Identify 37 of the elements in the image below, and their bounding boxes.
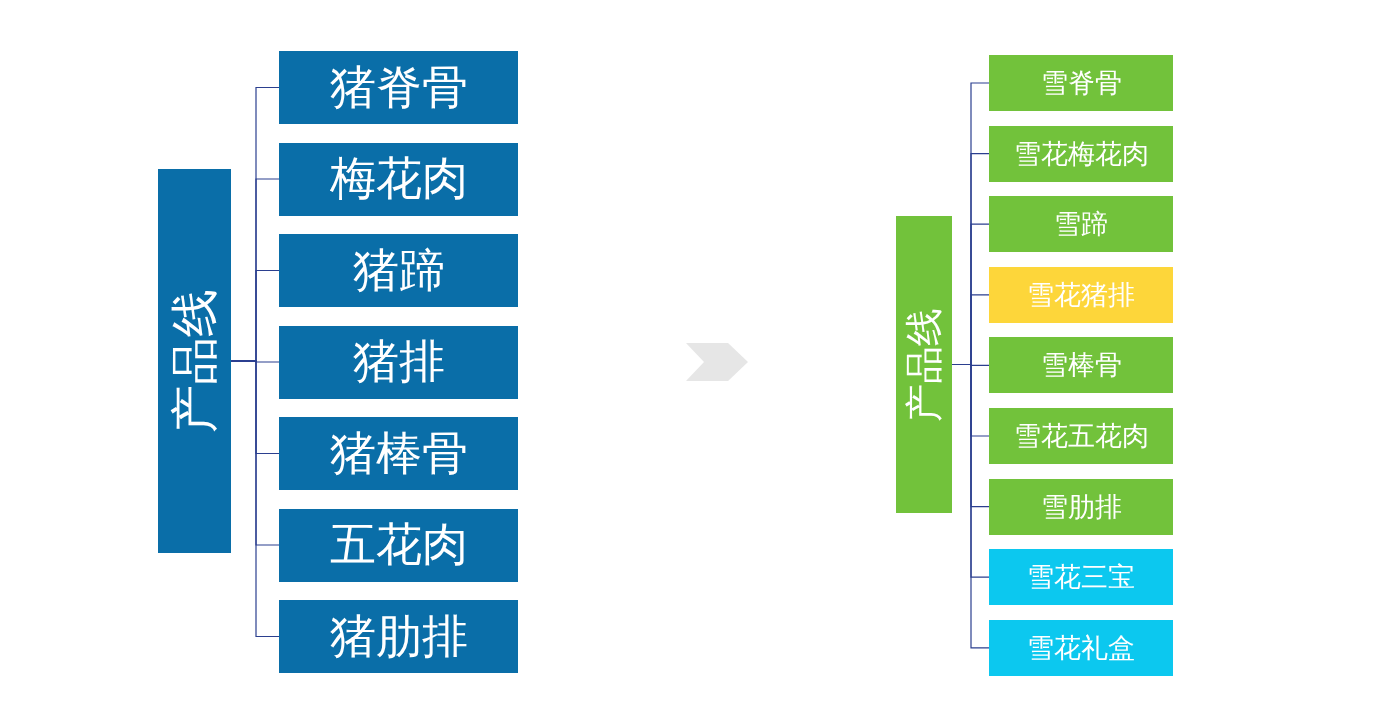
product-box — [989, 55, 1173, 111]
node-label: 雪肋排 — [1040, 489, 1122, 524]
product-box — [989, 266, 1173, 323]
node-label: 雪花猪排 — [1027, 277, 1135, 312]
node-label: 产品线 — [164, 289, 223, 433]
product-box — [279, 142, 518, 216]
product-box — [989, 478, 1173, 535]
node-label: 雪蹄 — [1054, 207, 1108, 242]
node-label: 猪肋排 — [329, 607, 468, 665]
product-box — [279, 325, 518, 399]
node-label: 五花肉 — [329, 516, 468, 573]
root-box — [896, 216, 952, 513]
product-box — [279, 51, 518, 124]
node-label: 猪棒骨 — [329, 424, 468, 482]
node-label: 猪脊骨 — [329, 58, 468, 116]
node-label: 猪蹄 — [352, 241, 445, 299]
product-box — [989, 549, 1173, 606]
node-label: 猪排 — [352, 333, 445, 390]
node-label: 雪脊骨 — [1040, 66, 1122, 100]
node-label: 雪花礼盒 — [1027, 630, 1135, 665]
node-label: 梅花肉 — [329, 150, 468, 207]
product-box — [989, 619, 1173, 676]
connector-line — [230, 360, 280, 638]
product-box — [989, 196, 1173, 253]
product-box — [279, 417, 518, 490]
node-label: 雪花五花肉 — [1013, 419, 1149, 453]
product-box — [989, 408, 1173, 464]
product-box — [279, 234, 518, 307]
product-box — [989, 125, 1173, 182]
node-label: 雪棒骨 — [1040, 348, 1122, 383]
node-label: 产品线 — [900, 307, 947, 422]
product-box — [279, 600, 518, 673]
product-box — [279, 508, 518, 582]
root-box — [158, 169, 231, 553]
product-box — [989, 337, 1173, 394]
node-label: 雪花三宝 — [1027, 560, 1135, 595]
node-label: 雪花梅花肉 — [1013, 136, 1149, 171]
